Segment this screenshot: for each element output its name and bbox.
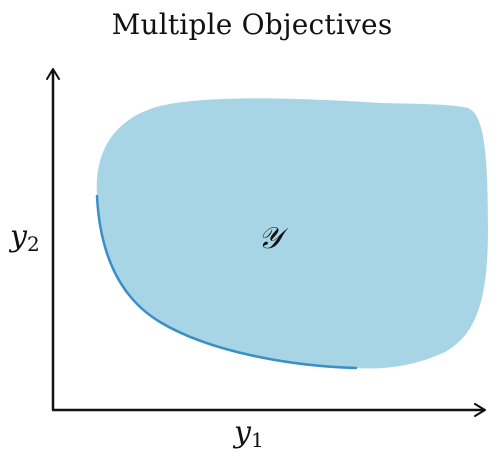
x-axis-label-sub: 1 [251,428,264,452]
feasible-region [96,98,488,369]
x-axis-label-var: y [232,415,252,450]
y-axis-label-sub: 2 [27,232,40,256]
y-axis-label-var: y [8,219,28,254]
pareto-front-curve [95,194,358,370]
y-axis-label: y 2 [8,219,40,256]
x-axis-label: y 1 [232,415,264,452]
figure-title: Multiple Objectives [111,8,393,41]
